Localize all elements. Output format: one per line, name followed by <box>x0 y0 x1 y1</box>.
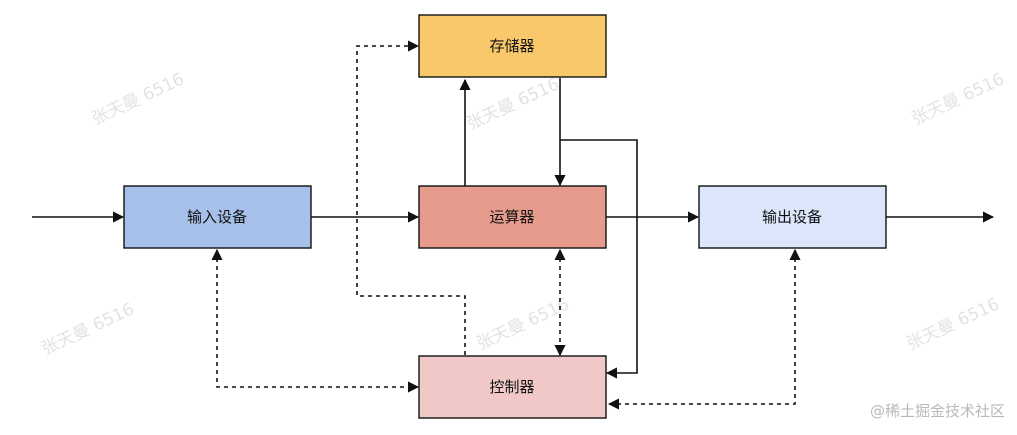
watermark-text: 张天曼 6516 <box>39 299 138 359</box>
alu-label: 运算器 <box>489 208 534 226</box>
connectors <box>32 40 995 410</box>
input-control-dashed <box>211 248 420 393</box>
watermark-text: 张天曼 6516 <box>89 69 188 129</box>
watermark-text: 张天曼 6516 <box>464 74 563 134</box>
control-label: 控制器 <box>489 378 534 396</box>
node-memory: 存储器 <box>418 14 607 78</box>
node-output: 输出设备 <box>698 185 887 249</box>
source-credit: @稀土掘金技术社区 <box>869 402 1005 420</box>
output-label: 输出设备 <box>762 208 822 226</box>
watermark-text: 张天曼 6516 <box>909 69 1008 129</box>
node-input: 输入设备 <box>123 185 312 249</box>
watermark-text: 张天曼 6516 <box>474 294 573 354</box>
node-control: 控制器 <box>418 355 607 419</box>
input-label: 输入设备 <box>187 208 247 226</box>
memory-label: 存储器 <box>489 37 534 55</box>
watermark-text: 张天曼 6516 <box>904 294 1003 354</box>
node-alu: 运算器 <box>418 185 607 249</box>
output-control-dashed <box>607 248 801 410</box>
memory-to-control-arrow <box>560 139 638 379</box>
